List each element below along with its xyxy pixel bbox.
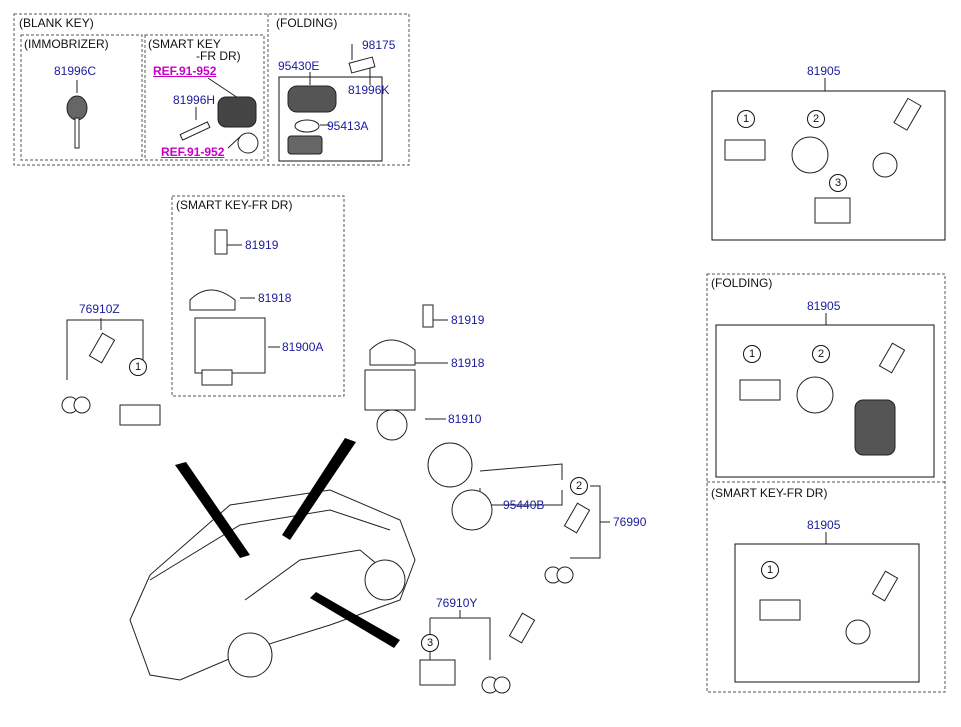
part-81910: 81910 xyxy=(448,412,482,426)
header-smart-key-fr-dr: -FR DR) xyxy=(196,49,241,63)
part-81900A: 81900A xyxy=(282,340,324,354)
header-immobilizer: (IMMOBRIZER) xyxy=(24,37,109,51)
part-81918-main: 81918 xyxy=(451,356,485,370)
part-81905-folding: 81905 xyxy=(807,299,841,313)
part-76910Z: 76910Z xyxy=(79,302,120,316)
part-81905-smart: 81905 xyxy=(807,518,841,532)
part-95430E: 95430E xyxy=(278,59,320,73)
part-98175: 98175 xyxy=(362,38,396,52)
part-81918-mid: 81918 xyxy=(258,291,292,305)
header-folding-right: (FOLDING) xyxy=(711,276,773,290)
part-81905-top: 81905 xyxy=(807,64,841,78)
part-95440B: 95440B xyxy=(503,498,545,512)
callout-2-top: 2 xyxy=(807,110,825,128)
callout-2-folding: 2 xyxy=(812,345,830,363)
part-81919-mid: 81919 xyxy=(245,238,279,252)
ref-link-1[interactable]: REF.91-952 xyxy=(153,64,217,78)
car-outline xyxy=(129,489,416,681)
ref-link-2[interactable]: REF.91-952 xyxy=(161,145,225,159)
callout-1-smart: 1 xyxy=(761,561,779,579)
header-smart-key-fr-dr-right: (SMART KEY-FR DR) xyxy=(711,486,828,500)
header-folding-top: (FOLDING) xyxy=(276,16,338,30)
header-smart-key: (SMART KEY xyxy=(148,37,221,51)
callout-3-top: 3 xyxy=(829,174,847,192)
callout-1-folding: 1 xyxy=(743,345,761,363)
part-81996H: 81996H xyxy=(173,93,216,107)
part-76910Y: 76910Y xyxy=(436,596,478,610)
callout-1-top: 1 xyxy=(737,110,755,128)
callout-1-door: 1 xyxy=(129,358,147,376)
part-81996C: 81996C xyxy=(54,64,97,78)
solid-boxes xyxy=(278,76,946,683)
group-boxes xyxy=(13,13,946,693)
part-81919-main: 81919 xyxy=(451,313,485,327)
callout-2-main: 2 xyxy=(570,477,588,495)
header-smart-key-fr-dr-mid: (SMART KEY-FR DR) xyxy=(176,198,293,212)
pointer-wedges xyxy=(175,438,400,648)
header-blank-key: (BLANK KEY) xyxy=(19,16,94,30)
part-95413A: 95413A xyxy=(327,119,369,133)
part-81996K: 81996K xyxy=(348,83,390,97)
part-76990: 76990 xyxy=(613,515,647,529)
key-drawings xyxy=(61,56,922,694)
callout-3-main: 3 xyxy=(421,634,439,652)
